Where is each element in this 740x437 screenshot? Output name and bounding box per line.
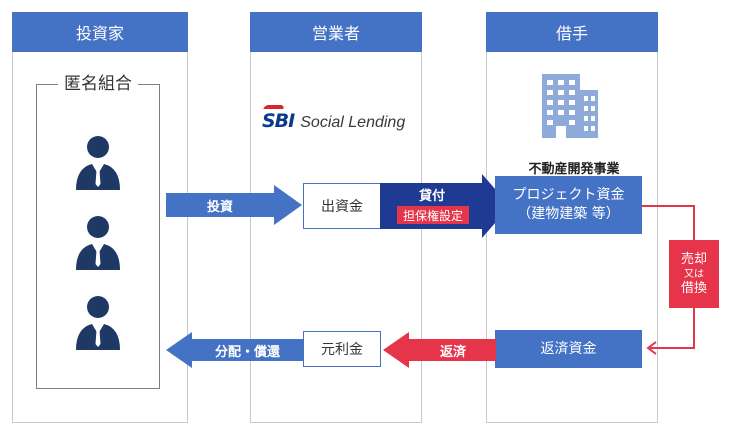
- loan-label: 貸付: [418, 188, 445, 204]
- refinance-label: 借換: [680, 280, 707, 296]
- building-caption: 不動産開発事業: [528, 162, 620, 177]
- borrower-header: 借手: [486, 12, 658, 52]
- investor-person-icon: [76, 136, 120, 190]
- investor-person-icon: [76, 216, 120, 270]
- investor-header: 投資家: [12, 12, 188, 52]
- distribution-arrow: [166, 332, 303, 368]
- repayment-arrow: [383, 332, 496, 368]
- sale-label: 売却: [680, 251, 707, 267]
- investor-person-icon: [76, 296, 120, 350]
- logo-mark: SBI: [262, 105, 295, 132]
- principal-interest-box: 元利金: [303, 331, 381, 367]
- distribution-label: 分配・償還: [214, 344, 280, 360]
- sbi-social-lending-logo: SBI Social Lending: [262, 105, 406, 132]
- investment-label: 投資: [206, 199, 233, 215]
- sale-or-refinance-box: 売却 又は 借換: [669, 240, 719, 308]
- building-icon: [542, 74, 598, 138]
- investment-arrow: [166, 185, 302, 225]
- project-funds-line2: （建物建築 等）: [517, 206, 620, 222]
- collateral-badge: 担保権設定: [397, 206, 469, 224]
- project-funds-box: プロジェクト資金 （建物建築 等）: [495, 176, 642, 234]
- operator-header: 営業者: [250, 12, 422, 52]
- project-funds-line1: プロジェクト資金: [512, 187, 625, 203]
- anonymous-partnership-label: 匿名組合: [58, 72, 138, 96]
- repayment-funds-box: 返済資金: [495, 330, 642, 368]
- capital-box: 出資金: [303, 183, 381, 229]
- repayment-label: 返済: [439, 344, 466, 360]
- logo-text: Social Lending: [300, 114, 406, 131]
- or-label: 又は: [684, 268, 704, 280]
